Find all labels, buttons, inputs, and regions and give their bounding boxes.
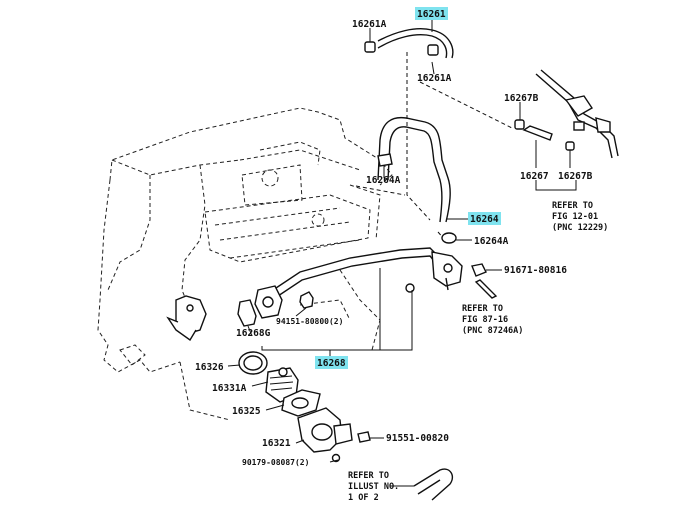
label-90179[interactable]: 90179-08087(2) [242,458,309,467]
label-91551[interactable]: 91551-00820 [386,433,449,444]
label-16331A[interactable]: 16331A [212,383,247,394]
dashed-leader-a [406,52,431,221]
label-16321[interactable]: 16321 [262,438,291,449]
clamp-16267B-top [514,119,525,130]
label-91671[interactable]: 91671-80816 [504,265,567,276]
engine-block-outline [97,107,393,421]
ref-illust-line2: ILLUST NO. [348,482,399,492]
label-16261A-right[interactable]: 16261A [417,73,452,84]
label-16325[interactable]: 16325 [232,406,261,417]
ref-illust-line3: 1 OF 2 [348,493,379,503]
dashed-leader-c [355,185,406,196]
clamp-16267B-bottom [565,141,575,151]
label-16264A-lower[interactable]: 16264A [474,236,509,247]
highlight-16268 [315,356,348,369]
lower-hose-stub [413,468,454,501]
label-16267B-top[interactable]: 16267B [504,93,539,104]
pin-87246A [474,279,498,299]
hose-16261 [364,28,454,59]
highlight-16264 [468,212,501,225]
water-pipe-16268 [254,247,463,319]
ref-fig87-line3: (PNC 87246A) [462,326,523,336]
leader-lines [227,20,577,487]
gasket-16325 [281,389,321,417]
clamp-16264A-upper [377,153,393,167]
ref-fig12-line3: (PNC 12229) [552,223,608,233]
label-16268[interactable]: 16268 [317,358,346,369]
clamp-16264A-lower [441,232,457,244]
gasket-16268G [237,299,257,327]
label-16267[interactable]: 16267 [520,171,549,182]
label-16267B-bottom[interactable]: 16267B [558,171,593,182]
bolt-94151 [299,291,314,309]
label-16261[interactable]: 16261 [417,9,446,20]
water-inlet-16321 [297,407,353,453]
ref-fig12-line1: REFER TO [552,201,593,211]
label-16268G[interactable]: 16268G [236,328,271,339]
hose-16264 [377,116,451,223]
highlight-16261 [415,7,448,20]
label-16264[interactable]: 16264 [470,214,499,225]
ref-fig87-line2: FIG 87-16 [462,315,508,325]
ref-illust-line1: REFER TO [348,471,389,481]
ref-fig87-line1: REFER TO [462,304,503,314]
label-16261A-left[interactable]: 16261A [352,19,387,30]
ref-fig12-line2: FIG 12-01 [552,212,598,222]
bolt-91551 [357,431,371,443]
label-16264A-upper[interactable]: 16264A [366,175,401,186]
engine-mount-bracket [166,295,207,342]
dashed-leader-b [419,81,513,129]
pipe-assembly-right [535,69,619,159]
hose-16267 [522,125,553,141]
bolt-91671 [471,263,487,277]
gasket-16326 [238,351,268,375]
label-16326[interactable]: 16326 [195,362,224,373]
label-94151[interactable]: 94151-80800(2) [276,317,343,326]
stud-small [405,283,415,293]
